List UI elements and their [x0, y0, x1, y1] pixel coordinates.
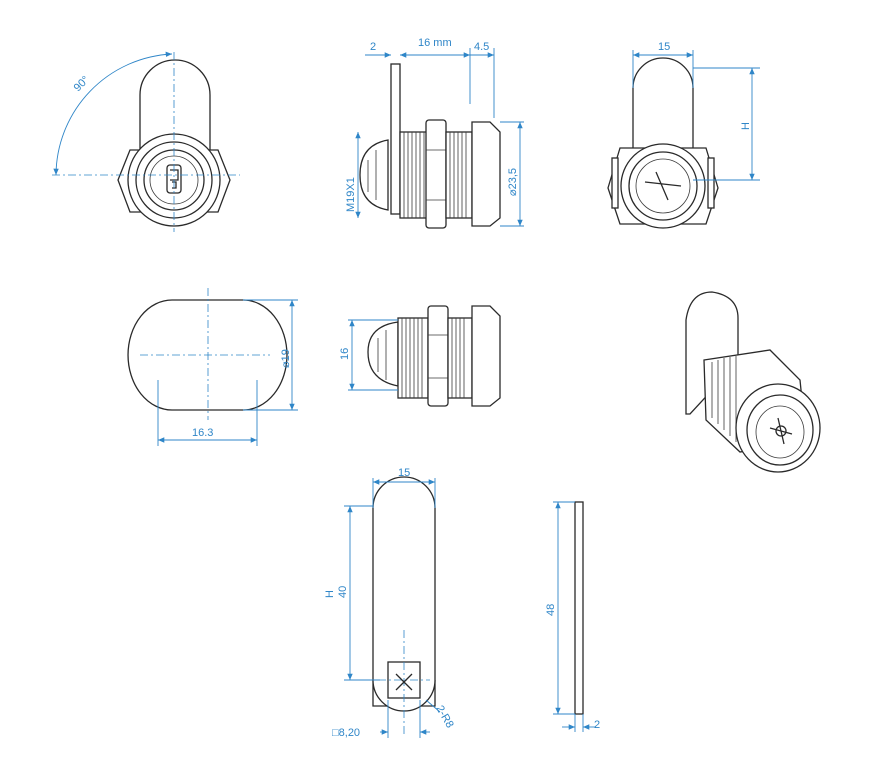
cutout-diameter-label: ⌀19 [280, 349, 292, 368]
cam-height-h-label: H [740, 122, 752, 130]
cam-40-label: 40 [337, 586, 349, 598]
head-diameter-label: ⌀23,5 [507, 168, 519, 196]
front-view-key: 90° [52, 51, 240, 232]
head-offset-label: 4.5 [474, 41, 489, 53]
rear-view-cam: 15 H [607, 41, 760, 229]
side-view-middle: 16 [339, 305, 501, 407]
thread-size-label: M19X1 [345, 177, 357, 212]
cam-plate-side: 48 2 [545, 501, 600, 732]
side-view-top: 2 16 mm 4.5 M19X1 ⌀23,5 [345, 37, 524, 229]
flange-thickness-label: 2 [370, 41, 376, 53]
cam-plate-front: 15 H 40 2-R8 □8,20 [324, 467, 456, 739]
cam-width-bottom-label: 15 [398, 467, 410, 479]
angle-90-label: 90° [72, 74, 92, 94]
thread-height-label: 16 [339, 348, 351, 360]
panel-cutout-view: ⌀19 16.3 [127, 288, 298, 446]
cutout-flat-label: 16.3 [192, 427, 213, 439]
cam-width-top-label: 15 [658, 41, 670, 53]
cam-radius-label: 2-R8 [433, 704, 455, 731]
isometric-view [685, 291, 821, 473]
cam-thickness-label: 2 [594, 719, 600, 731]
cam-h-label: H [324, 590, 336, 598]
body-length-label: 16 mm [418, 37, 452, 49]
cam-length-label: 48 [545, 604, 557, 616]
cam-square-label: □8,20 [332, 727, 360, 739]
